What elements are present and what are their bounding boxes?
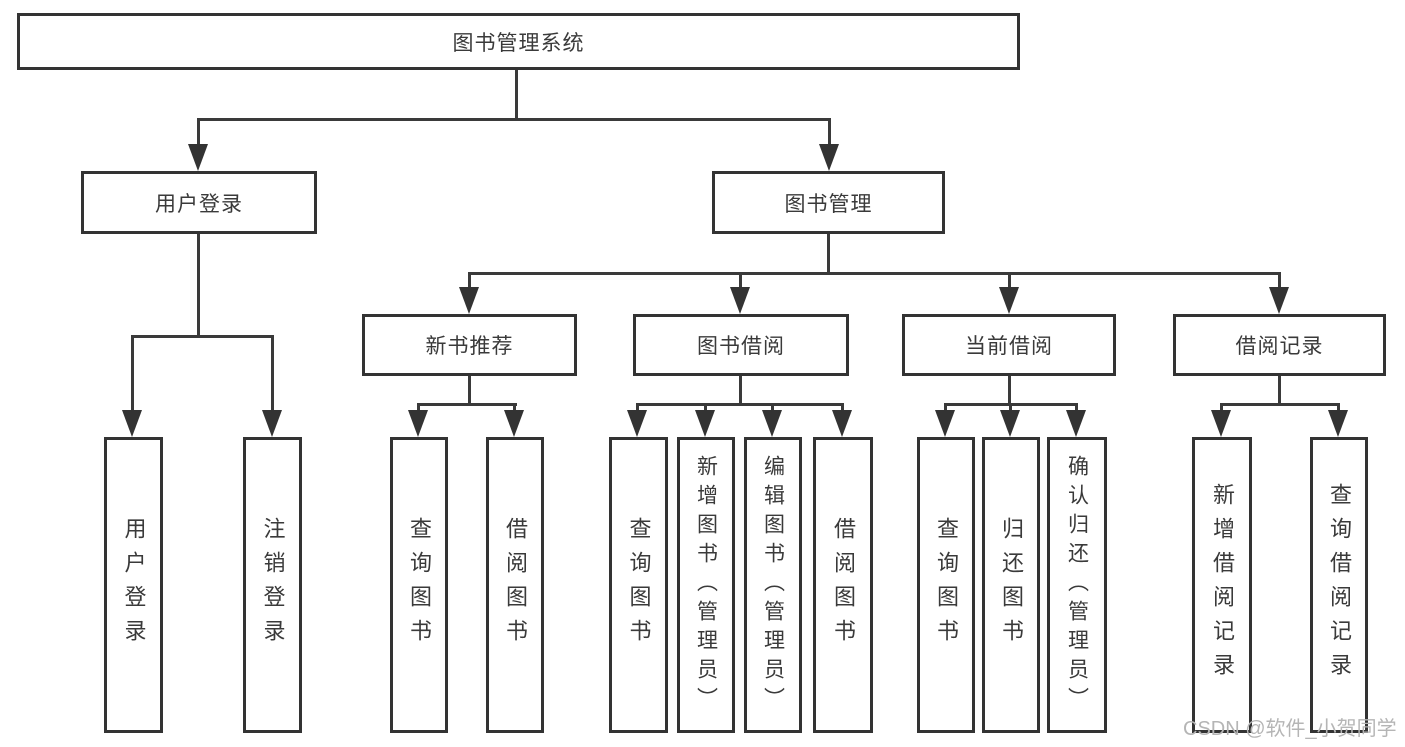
connector-line-v [771,403,774,416]
node-borrow-records: 借阅记录 [1173,314,1386,376]
connector-borrow-hline [636,403,844,406]
connector-line-v [704,403,707,416]
node-label: 图书借阅 [697,335,785,358]
node-book-management: 图书管理 [712,171,945,234]
connector-line-v [131,335,134,415]
arrowhead-down [1328,410,1348,437]
leaf-label: 归还图书 [999,517,1024,653]
connector-line-v [636,403,639,416]
connector-userlogin-stem [197,234,200,338]
csdn-watermark: CSDN @软件_小贺同学 [1183,718,1397,740]
leaf-add-books-admin: 新增图书（管理员） [677,437,735,733]
leaf-query-borrow-record: 查询借阅记录 [1310,437,1368,733]
leaf-label: 借阅图书 [503,517,528,653]
arrowhead-down [627,410,647,437]
leaf-query-books: 查询图书 [609,437,668,733]
leaf-label: 新增借阅记录 [1210,483,1235,687]
leaf-label: 查询图书 [934,517,959,653]
node-current-borrowing: 当前借阅 [902,314,1116,376]
arrowhead-down [1000,410,1020,437]
connector-line-v [271,335,274,415]
node-root-label: 图书管理系统 [452,31,585,55]
arrowhead-down [408,410,428,437]
connector-line-v [513,403,516,416]
node-label: 借阅记录 [1235,335,1324,358]
leaf-user-login: 用户登录 [104,437,163,733]
node-new-book-recommend: 新书推荐 [362,314,577,376]
connector-line-v [1075,403,1078,416]
arrowhead-down [188,144,208,171]
leaf-query-books: 查询图书 [917,437,975,733]
connector-line-v [841,403,844,416]
leaf-label: 编辑图书（管理员） [761,454,785,716]
node-root: 图书管理系统 [17,13,1020,70]
connector-line-v [1009,403,1012,416]
connector-newbook-hline [417,403,517,406]
connector-line-v [468,272,471,295]
connector-current-stem [1008,376,1011,406]
arrowhead-down [762,410,782,437]
connector-root-stem [515,70,518,121]
connector-line-v [739,272,742,295]
arrowhead-down [1066,410,1086,437]
arrowhead-down [262,410,282,437]
arrowhead-down [459,287,479,314]
leaf-logout: 注销登录 [243,437,302,733]
arrowhead-down [695,410,715,437]
connector-line-v [1220,403,1223,416]
node-label: 用户登录 [155,192,243,216]
leaf-return-books: 归还图书 [982,437,1040,733]
connector-level2-hline [468,272,1281,275]
leaf-label: 确认归还（管理员） [1065,454,1089,716]
leaf-label: 查询图书 [407,517,432,653]
leaf-label: 查询图书 [626,517,652,653]
node-label: 当前借阅 [965,335,1053,358]
leaf-borrow-books: 借阅图书 [486,437,544,733]
arrowhead-down [1211,410,1231,437]
leaf-borrow-books: 借阅图书 [813,437,873,733]
connector-line-v [1337,403,1340,416]
connector-level1-hline [197,118,831,121]
connector-userlogin-hline [131,335,273,338]
connector-borrow-stem [739,376,742,406]
connector-line-v [944,403,947,416]
leaf-label: 借阅图书 [831,517,856,653]
leaf-confirm-return-admin: 确认归还（管理员） [1047,437,1107,733]
arrowhead-down [122,410,142,437]
connector-line-v [828,118,831,150]
connector-line-v [417,403,420,416]
connector-records-stem [1278,376,1281,406]
arrowhead-down [999,287,1019,314]
leaf-label: 查询借阅记录 [1327,483,1352,687]
connector-line-v [197,118,200,150]
node-label: 图书管理 [784,192,873,216]
connector-records-hline [1220,403,1340,406]
arrowhead-down [935,410,955,437]
arrowhead-down [832,410,852,437]
leaf-add-borrow-record: 新增借阅记录 [1192,437,1252,733]
connector-line-v [1278,272,1281,295]
arrowhead-down [504,410,524,437]
node-user-login: 用户登录 [81,171,317,234]
connector-bookmgmt-stem [827,234,830,275]
arrowhead-down [819,144,839,171]
leaf-label: 新增图书（管理员） [694,454,718,716]
connector-line-v [1008,272,1011,295]
leaf-edit-books-admin: 编辑图书（管理员） [744,437,802,733]
arrowhead-down [1269,287,1289,314]
node-book-borrowing: 图书借阅 [633,314,849,376]
connector-newbook-stem [468,376,471,406]
node-label: 新书推荐 [425,335,514,358]
leaf-query-books: 查询图书 [390,437,448,733]
leaf-label: 注销登录 [260,517,286,653]
leaf-label: 用户登录 [121,517,147,653]
arrowhead-down [730,287,750,314]
